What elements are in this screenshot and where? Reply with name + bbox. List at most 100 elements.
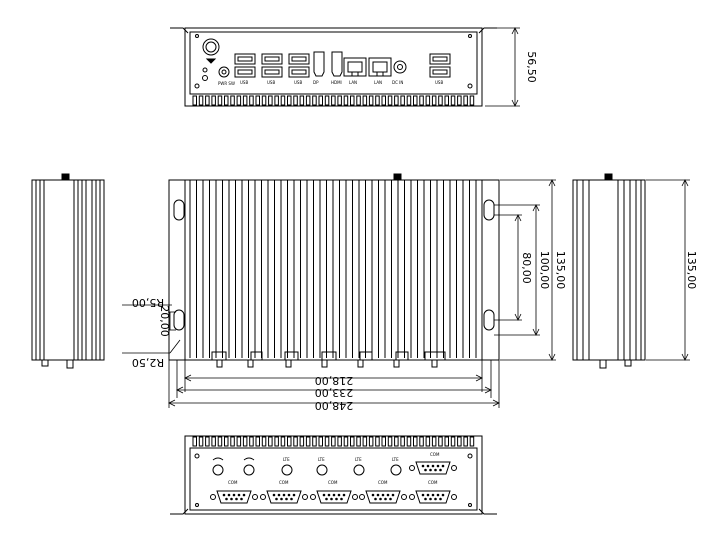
dim-r2-5-label: R2,50 — [132, 356, 164, 369]
hdmi-port — [331, 51, 343, 77]
fin — [394, 436, 399, 447]
antenna-2 — [243, 464, 255, 476]
fin — [400, 95, 405, 106]
connector-pin — [247, 359, 254, 368]
label-com-1: COM — [228, 480, 238, 485]
fin — [450, 95, 456, 106]
fin — [419, 95, 424, 106]
com-port — [359, 490, 407, 504]
fin — [224, 95, 229, 106]
fin — [324, 436, 330, 447]
dim-135-label: 135,00 — [554, 251, 567, 290]
front-view — [170, 27, 497, 107]
dim-slot — [122, 304, 181, 354]
fin — [312, 436, 317, 447]
lte-antenna-3 — [353, 464, 365, 476]
fin — [444, 436, 449, 447]
fin — [375, 436, 380, 447]
lte-antenna-2 — [316, 464, 328, 476]
label-usb-1: USB — [240, 80, 248, 85]
fin — [381, 95, 386, 106]
fin — [450, 436, 456, 447]
fin — [425, 436, 431, 447]
dim-front-height-label: 56,50 — [525, 51, 538, 83]
fin — [299, 436, 305, 447]
fin — [211, 95, 216, 106]
top-view — [168, 173, 500, 368]
label-power: PWR SW — [218, 81, 235, 86]
front-port-labels: PWR SW USB USB USB DP HDMI LAN LAN DC IN… — [218, 80, 443, 86]
fin — [350, 436, 355, 447]
top-knob — [393, 173, 402, 181]
fin — [444, 95, 449, 106]
fin — [331, 95, 336, 106]
fin — [217, 436, 223, 447]
fin — [249, 436, 254, 447]
dim-248-label: 248,00 — [315, 399, 354, 412]
fin — [463, 436, 468, 447]
fin — [287, 95, 292, 106]
lan-port-1 — [343, 57, 367, 77]
wifi-icon — [212, 457, 224, 461]
fin — [394, 95, 399, 106]
fin — [261, 436, 267, 447]
lan-port-2 — [368, 57, 392, 77]
fin — [312, 95, 317, 106]
fin — [242, 95, 248, 106]
label-lte-4: LTE — [392, 457, 399, 462]
fin — [368, 95, 374, 106]
fin — [457, 436, 462, 447]
front-body — [184, 27, 483, 107]
fin — [274, 436, 279, 447]
keyhole-slot-br — [483, 309, 495, 331]
fin — [387, 95, 393, 106]
connector-pin — [357, 359, 364, 368]
fin — [375, 95, 380, 106]
connector-pin — [431, 359, 438, 368]
label-lan-2: LAN — [374, 80, 382, 85]
com-port — [310, 490, 358, 504]
fin — [205, 95, 210, 106]
lte-antenna-1 — [281, 464, 293, 476]
fin — [318, 95, 323, 106]
keyhole-slot-tr — [483, 199, 495, 221]
fin — [261, 95, 267, 106]
dim-100-label: 100,00 — [538, 251, 551, 290]
fin — [192, 95, 197, 106]
connector-pin — [216, 359, 223, 368]
fin — [255, 95, 260, 106]
fin — [337, 95, 342, 106]
right-side-view — [572, 173, 690, 369]
fin — [293, 95, 298, 106]
dim-20-label: 20,00 — [158, 305, 171, 337]
fin — [224, 436, 229, 447]
label-usb-3: USB — [294, 80, 302, 85]
fin — [230, 436, 235, 447]
label-lte-3: LTE — [355, 457, 362, 462]
usb-port-1 — [234, 53, 256, 78]
label-lan-1: LAN — [349, 80, 357, 85]
fin — [331, 436, 336, 447]
fin — [337, 436, 342, 447]
label-com-5: COM — [428, 480, 438, 485]
usb-port-2 — [261, 53, 283, 78]
left-top-knob — [61, 173, 70, 181]
label-dc-in: DC IN — [392, 80, 403, 85]
left-side-view — [31, 173, 105, 369]
dim-top-right — [494, 179, 556, 361]
dim-r5-label: R5,00 — [132, 296, 164, 309]
rear-view — [170, 435, 497, 515]
fin — [274, 95, 279, 106]
front-fins — [192, 95, 475, 106]
fin — [242, 436, 248, 447]
dim-front-height — [485, 27, 520, 107]
left-body — [31, 179, 105, 361]
connector-pin — [285, 359, 292, 368]
fin — [305, 436, 311, 447]
fin — [438, 95, 443, 106]
fin — [198, 95, 204, 106]
fin — [463, 95, 468, 106]
fin — [236, 436, 242, 447]
fin — [413, 436, 418, 447]
